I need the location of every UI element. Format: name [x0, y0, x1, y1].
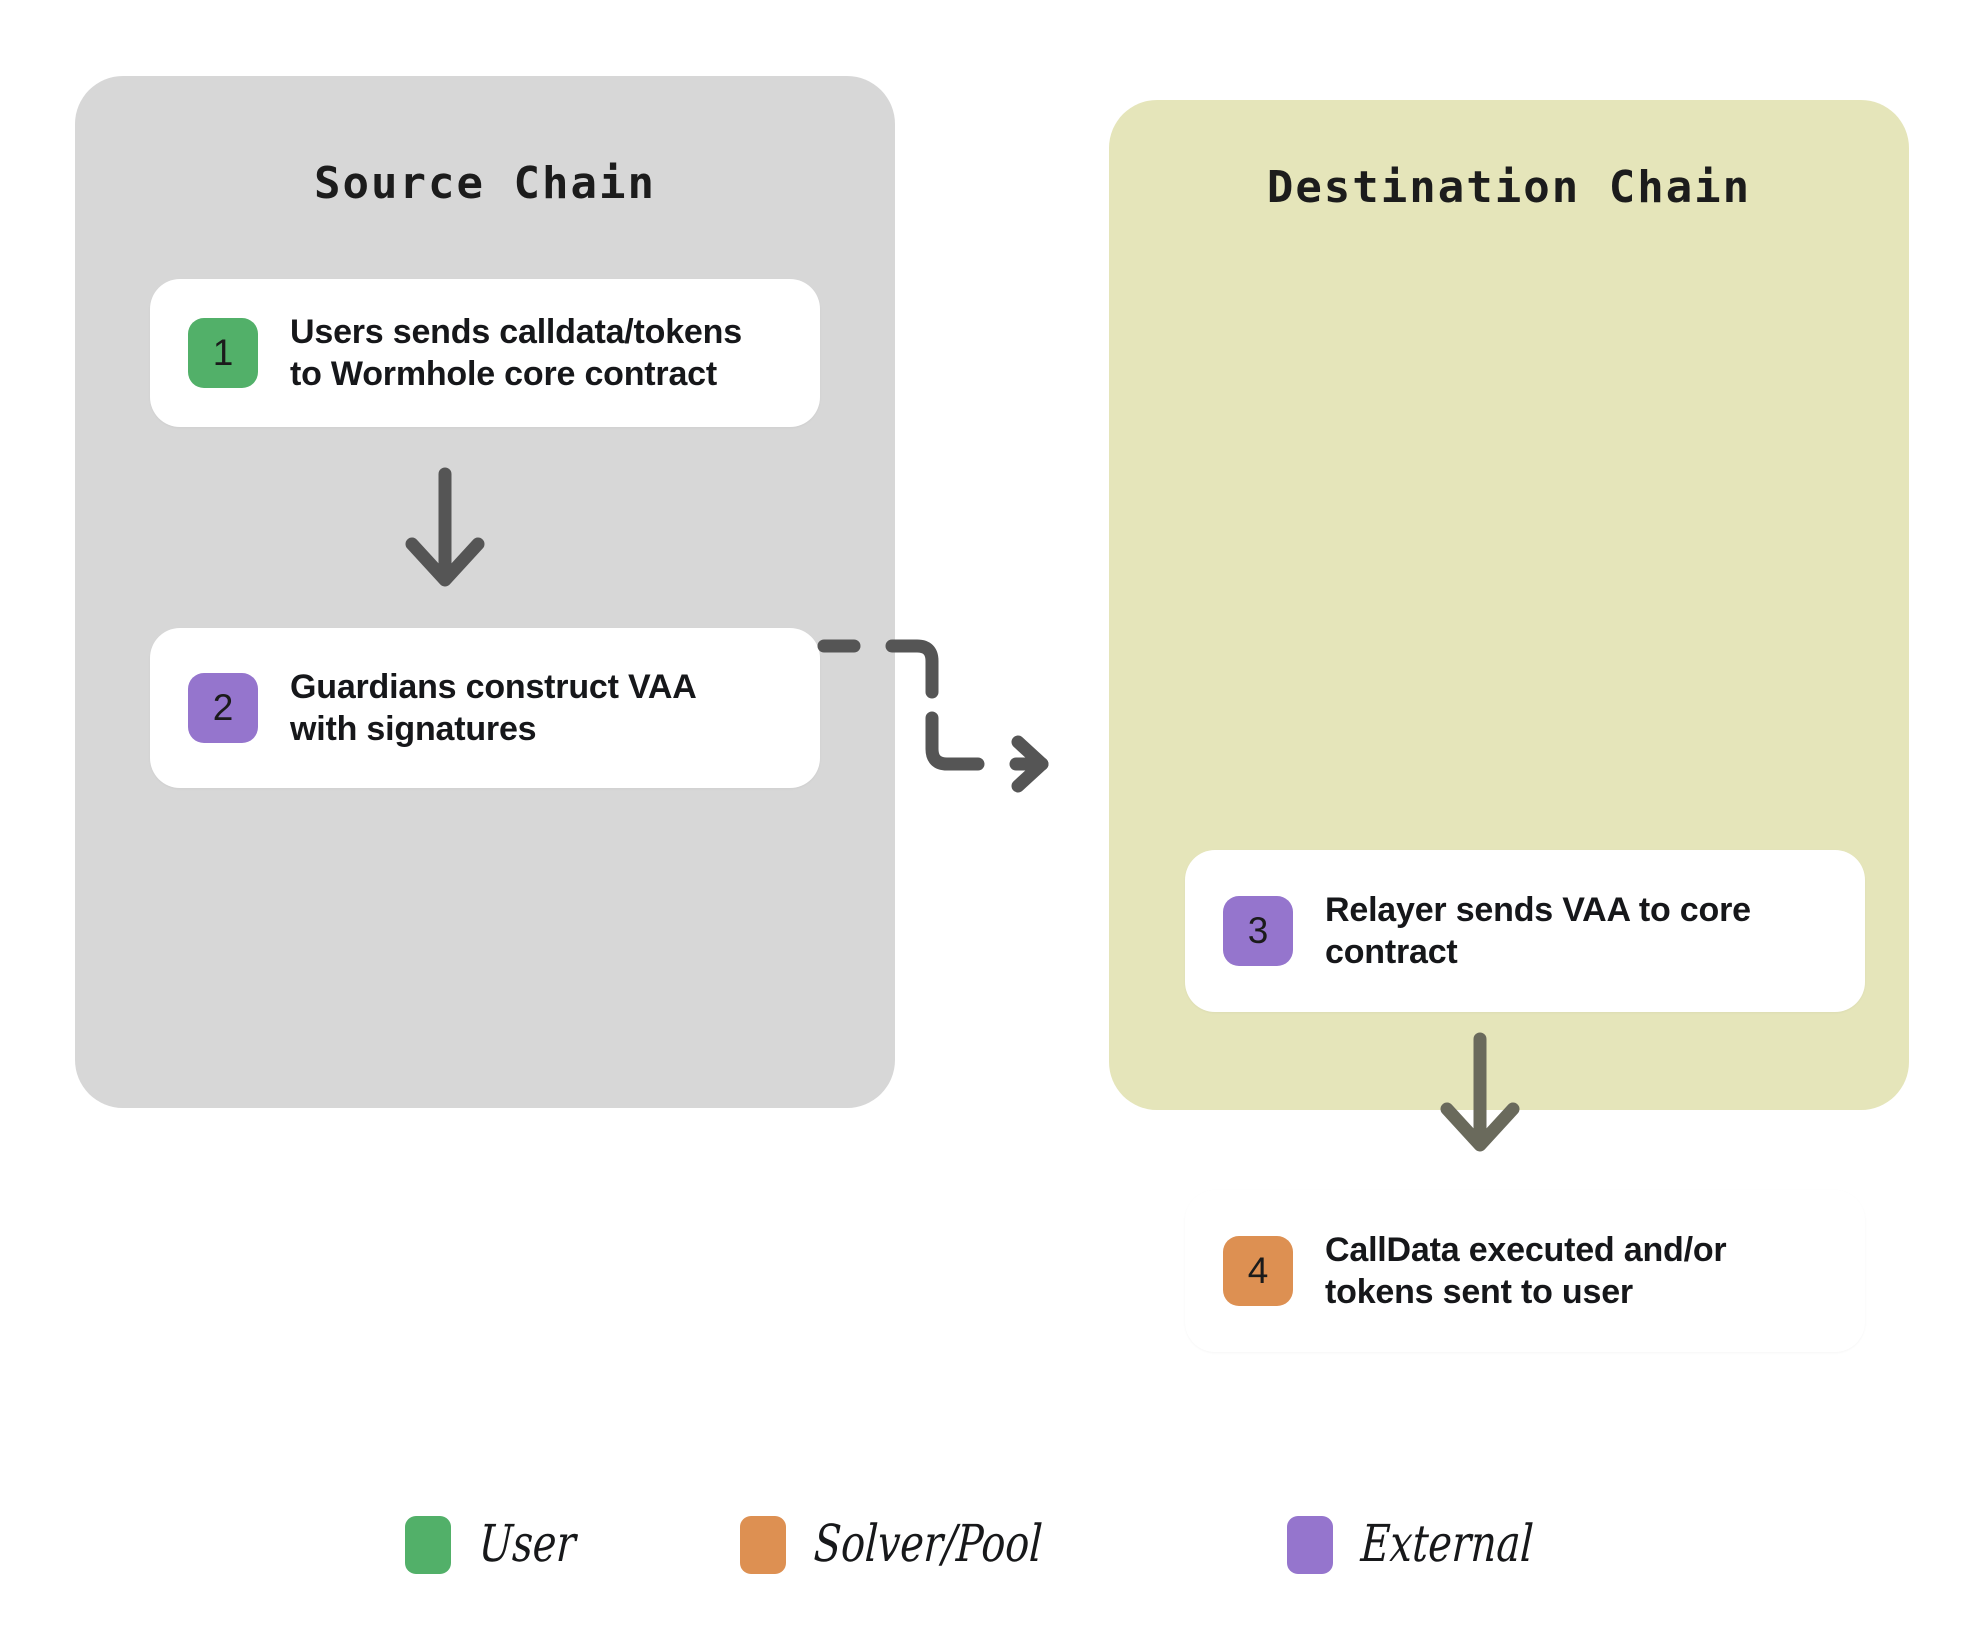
- legend-label-user: User: [476, 1515, 577, 1574]
- step-badge-2: 2: [188, 673, 258, 743]
- connector-arrow-cross-chain: [817, 639, 1049, 793]
- step-badge-1: 1: [188, 318, 258, 388]
- step-card-3[interactable]: 3 Relayer sends VAA to core contract: [1185, 850, 1865, 1012]
- panel-source-chain-title: Source Chain: [314, 158, 656, 209]
- step-label-4: CallData executed and/or tokens sent to …: [1325, 1230, 1727, 1311]
- arrow-down-icon-destination: [1440, 1032, 1520, 1152]
- panel-destination-chain-title: Destination Chain: [1266, 162, 1752, 213]
- legend-item-user: User: [404, 1515, 603, 1574]
- arrow-down-icon-source: [405, 467, 485, 587]
- legend-swatch-external: [1286, 1515, 1333, 1574]
- legend-swatch-user: [404, 1515, 451, 1574]
- legend-item-external: External: [1286, 1515, 1582, 1574]
- legend-label-solver-pool: Solver/Pool: [812, 1515, 1045, 1574]
- step-card-1[interactable]: 1 Users sends calldata/tokens to Wormhol…: [150, 279, 820, 427]
- legend-item-solver-pool: Solver/Pool: [740, 1515, 1106, 1574]
- legend: User Solver/Pool External: [0, 1515, 1986, 1574]
- step-label-1: Users sends calldata/tokens to Wormhole …: [290, 312, 742, 393]
- step-badge-3: 3: [1223, 896, 1293, 966]
- step-label-3: Relayer sends VAA to core contract: [1325, 890, 1751, 971]
- legend-swatch-solver-pool: [740, 1515, 787, 1574]
- step-badge-4: 4: [1223, 1236, 1293, 1306]
- step-label-2: Guardians construct VAA with signatures: [290, 667, 697, 748]
- legend-label-external: External: [1359, 1515, 1535, 1574]
- step-card-4[interactable]: 4 CallData executed and/or tokens sent t…: [1185, 1190, 1865, 1352]
- step-card-2[interactable]: 2 Guardians construct VAA with signature…: [150, 628, 820, 788]
- panel-source-chain: Source Chain: [75, 76, 895, 1108]
